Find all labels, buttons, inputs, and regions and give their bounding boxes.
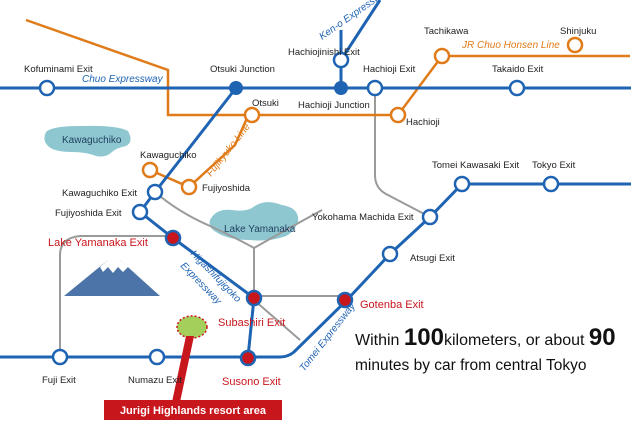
- susono-exit-label: Susono Exit: [222, 376, 281, 388]
- lake-kawaguchiko-label: Kawaguchiko: [62, 135, 122, 146]
- fujiyoshida-station-dot: [180, 178, 198, 196]
- lake-yamanaka-label: Lake Yamanaka: [224, 224, 296, 235]
- station-rings: [141, 36, 584, 196]
- resort-pointer: [172, 336, 194, 402]
- shinjuku-station-dot: [566, 36, 584, 54]
- hachioji-exit-dot: [366, 79, 384, 97]
- fujiyoshida-exit-dot: [131, 203, 149, 221]
- lake-yamanaka-shape: [209, 202, 299, 241]
- chuo-expressway-label: Chuo Expressway: [82, 74, 164, 85]
- tagline-line-1: Within 100kilometers, or about 90: [355, 324, 616, 351]
- kofuminami-exit-label: Kofuminami Exit: [24, 64, 93, 75]
- shinjuku-label: Shinjuku: [560, 26, 596, 37]
- kawaguchiko-station-dot: [141, 161, 159, 179]
- local-roads: [59, 88, 431, 355]
- tachikawa-station-dot: [433, 47, 451, 65]
- mountain-icon: [64, 260, 160, 296]
- otsuki-junction-label: Otsuki Junction: [210, 64, 275, 75]
- subashiri-exit-dot: [245, 289, 263, 307]
- fujiyoshida-label: Fujiyoshida: [202, 183, 251, 194]
- lake-kawaguchiko-shape: [44, 125, 131, 157]
- tachikawa-label: Tachikawa: [424, 26, 469, 37]
- hachioji-label: Hachioji: [406, 117, 440, 128]
- jr-chuo-honsen-line-label: JR Chuo Honsen Line: [461, 40, 560, 51]
- atsugi-exit-label: Atsugi Exit: [410, 253, 455, 264]
- kofuminami-exit-dot: [38, 79, 56, 97]
- hachioji-junction-dot: [334, 81, 348, 95]
- fuji-exit-label: Fuji Exit: [42, 375, 76, 386]
- gotenba-exit-dot: [336, 291, 354, 309]
- fujikyuko-line-label: Fujikyuko Line: [205, 121, 253, 178]
- lake-yamanaka-exit-dot: [164, 229, 182, 247]
- tokyo-exit-label: Tokyo Exit: [532, 160, 576, 171]
- resort-label-box: [104, 400, 282, 420]
- tagline-middle: kilometers, or about: [444, 332, 589, 349]
- otsuki-junction-dot: [229, 81, 243, 95]
- hachiojinishi-exit-dot: [332, 51, 350, 69]
- kawaguchiko-exit-label: Kawaguchiko Exit: [62, 188, 137, 199]
- resort-label: Jurigi Highlands resort area: [120, 405, 267, 417]
- otsuki-label: Otsuki: [252, 98, 279, 109]
- takaido-exit-label: Takaido Exit: [492, 64, 544, 75]
- fuji-exit-dot: [51, 348, 69, 366]
- yokohama-machida-exit-dot: [421, 208, 439, 226]
- numazu-exit-dot: [148, 348, 166, 366]
- yokohama-machida-exit-label: Yokohama Machida Exit: [312, 212, 414, 223]
- tokyo-exit-dot: [542, 175, 560, 193]
- kawaguchiko-exit-dot: [146, 183, 164, 201]
- kawaguchiko-station-label: Kawaguchiko: [140, 150, 197, 161]
- tagline-prefix: Within: [355, 332, 404, 349]
- otsuki-station-dot: [243, 106, 261, 124]
- numazu-exit-label: Numazu Exit: [128, 375, 182, 386]
- hachioji-junction-label: Hachioji Junction: [298, 100, 370, 111]
- green-area-icon: [176, 315, 208, 339]
- atsugi-exit-dot: [381, 245, 399, 263]
- subashiri-exit-label: Subashiri Exit: [218, 317, 285, 329]
- hachiojinishi-exit-label: Hachiojinishi Exit: [288, 47, 360, 58]
- tomei-kawasaki-exit-label: Tomei Kawasaki Exit: [432, 160, 519, 171]
- tomei-kawasaki-exit-dot: [453, 175, 471, 193]
- takaido-exit-dot: [508, 79, 526, 97]
- lake-yamanaka-exit-label: Lake Yamanaka Exit: [48, 237, 148, 249]
- interchange-rings: [38, 51, 560, 366]
- tagline-line-2: minutes by car from central Tokyo: [355, 357, 586, 374]
- tagline-time: 90: [589, 324, 616, 351]
- tomei-expressway-label: Tomei Expressway: [298, 300, 359, 373]
- highlighted-exits: [164, 229, 354, 367]
- hachioji-station-dot: [389, 106, 407, 124]
- tagline-distance: 100: [404, 324, 444, 351]
- susono-exit-dot: [239, 349, 257, 367]
- fujiyoshida-exit-label: Fujiyoshida Exit: [55, 208, 122, 219]
- hachioji-exit-label: Hachioji Exit: [363, 64, 416, 75]
- gotenba-exit-label: Gotenba Exit: [360, 299, 424, 311]
